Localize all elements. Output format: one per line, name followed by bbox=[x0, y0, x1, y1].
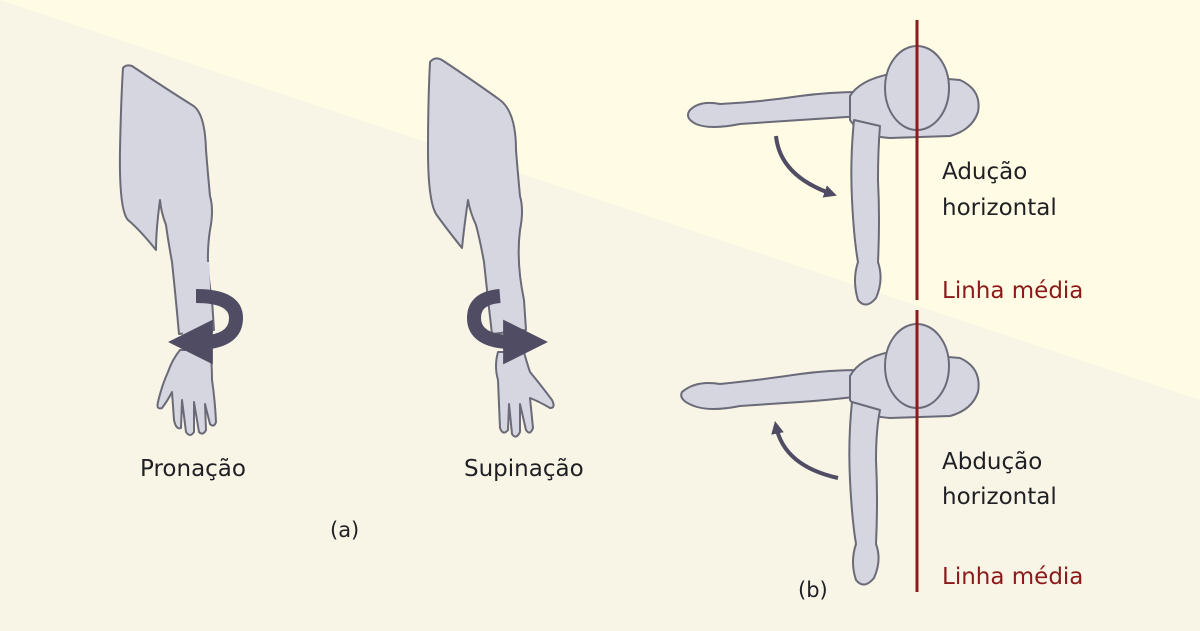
abduction-down-arm bbox=[848, 401, 881, 586]
abduction-curved-arrow-icon bbox=[771, 420, 839, 480]
adduction-title-line1: Adução bbox=[942, 159, 1028, 185]
abduction-extended-arm bbox=[680, 369, 863, 410]
pronation-forearm bbox=[179, 260, 211, 336]
abduction-midline-label: Linha média bbox=[942, 564, 1084, 590]
supination-hand bbox=[495, 351, 555, 438]
pronation-caption: Pronação bbox=[140, 456, 246, 482]
adduction-extended-arm bbox=[687, 91, 863, 128]
panel-a-label: (a) bbox=[330, 518, 360, 542]
abduction-figure bbox=[680, 323, 980, 586]
abduction-title-line1: Abdução bbox=[942, 449, 1043, 475]
adduction-midline-label: Linha média bbox=[942, 278, 1084, 304]
supination-figure bbox=[427, 57, 555, 438]
adduction-title-line2: horizontal bbox=[942, 195, 1057, 221]
supination-caption: Supinação bbox=[464, 456, 584, 482]
adduction-down-arm bbox=[850, 119, 882, 306]
pronation-hand bbox=[156, 349, 217, 436]
adduction-curved-arrow-icon bbox=[774, 135, 837, 198]
pronation-figure bbox=[118, 64, 244, 436]
supination-rotation-back bbox=[466, 289, 509, 349]
panel-b-label: (b) bbox=[798, 578, 828, 602]
pronation-rotation-back bbox=[195, 289, 244, 349]
abduction-title-line2: horizontal bbox=[942, 484, 1057, 510]
